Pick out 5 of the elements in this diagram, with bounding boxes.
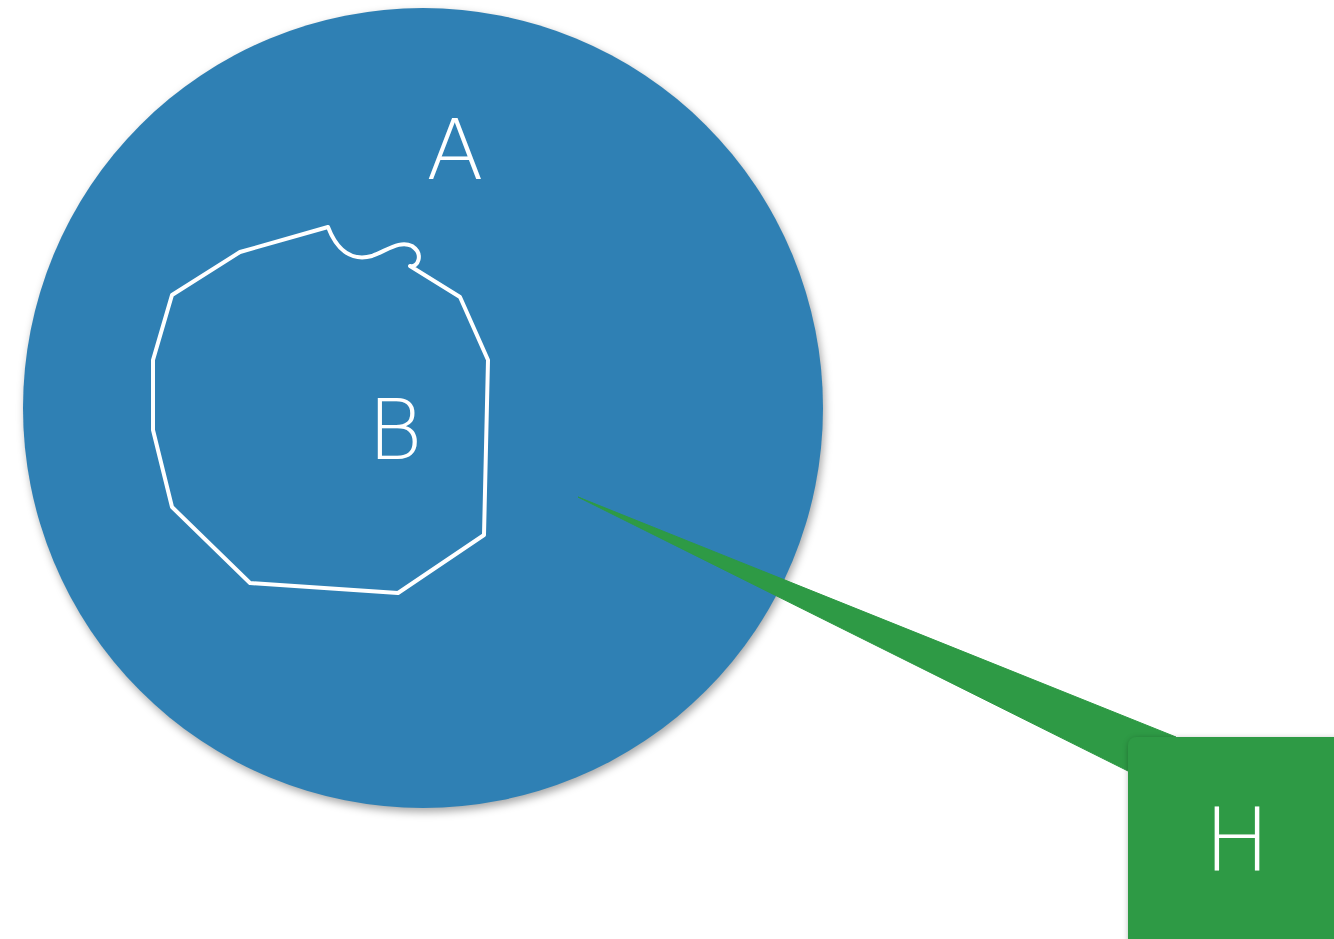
- region-label: B: [367, 388, 423, 472]
- callout-box: [1128, 737, 1334, 939]
- callout-pointer: [577, 496, 1177, 772]
- region-label: A: [426, 108, 484, 192]
- region-label: H: [1203, 796, 1271, 884]
